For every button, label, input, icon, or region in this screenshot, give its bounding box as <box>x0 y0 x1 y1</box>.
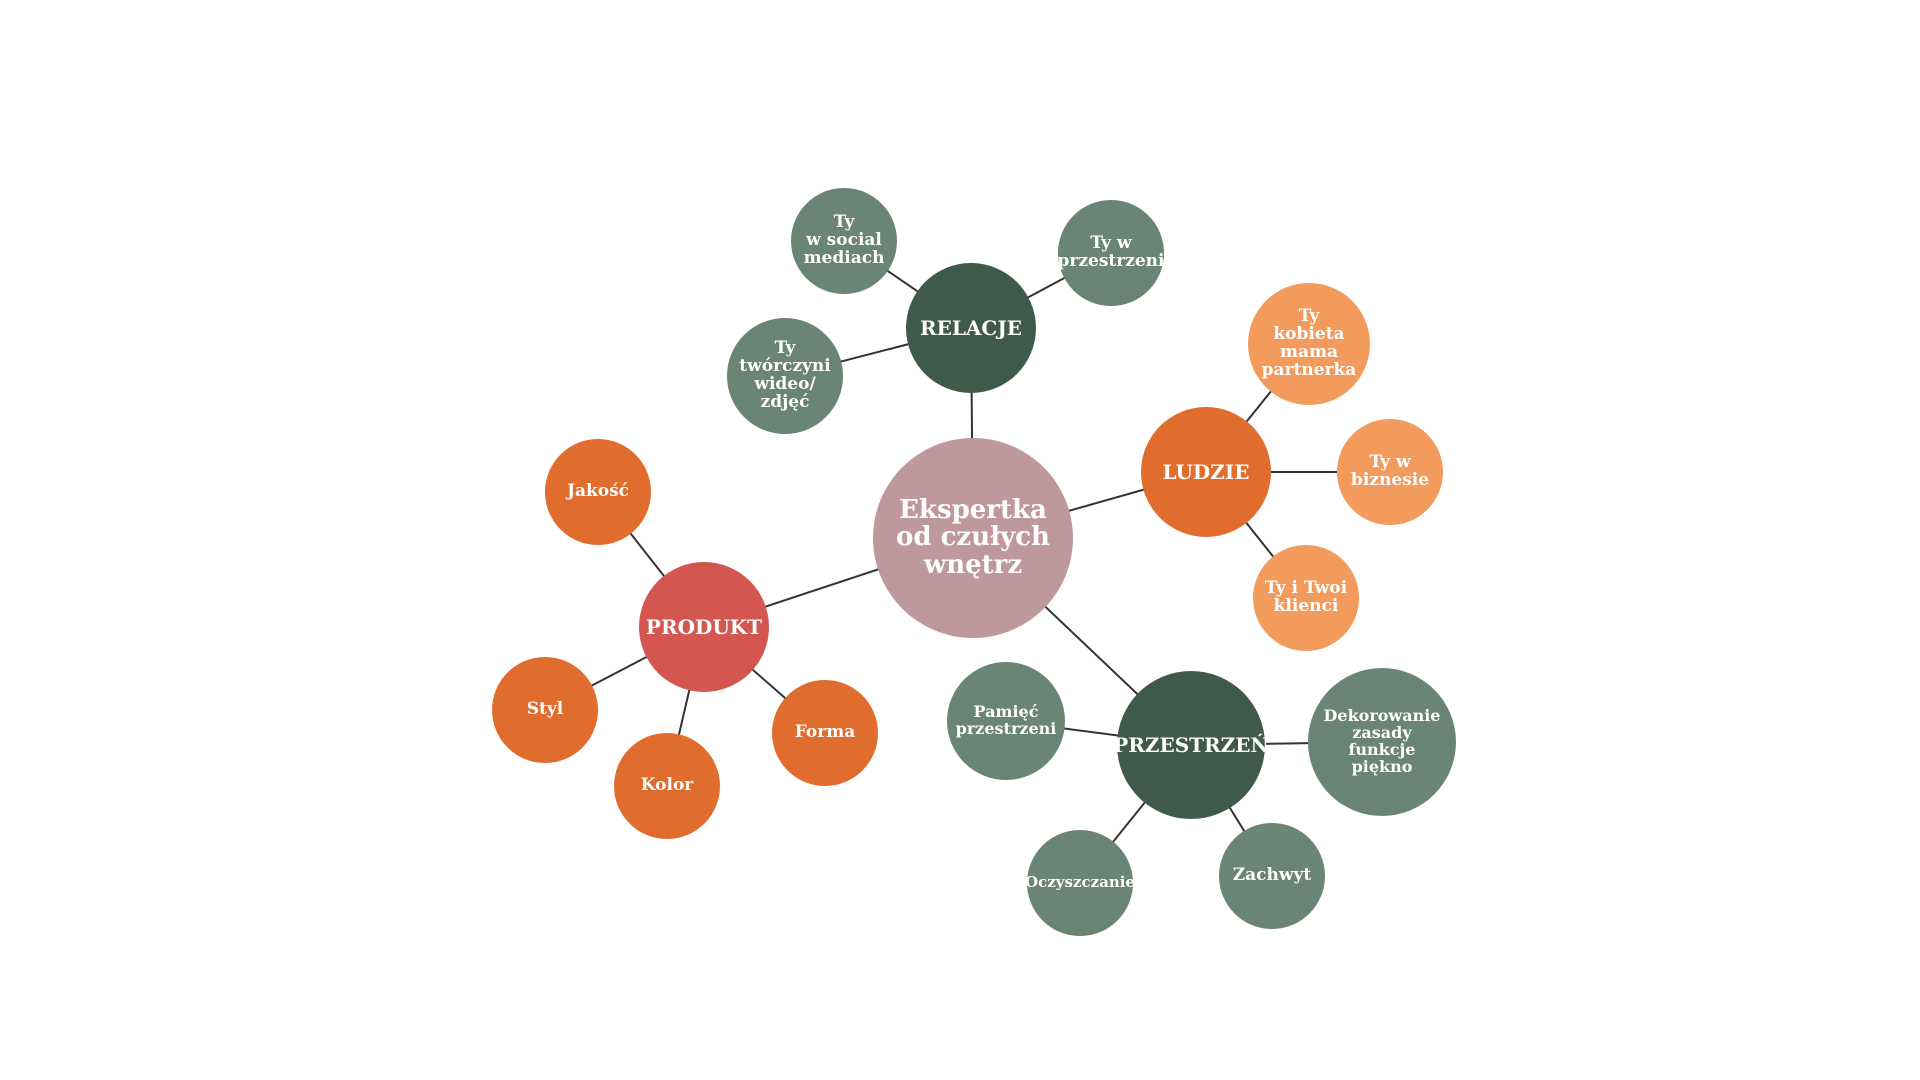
ludzie-label: LUDZIE <box>1162 459 1250 484</box>
relacje-node: RELACJE <box>906 263 1036 393</box>
przestrzen-label: PRZESTRZEŃ <box>1113 732 1269 757</box>
przestrzen-pamiec-node: Pamięć przestrzeni <box>947 662 1065 780</box>
ludzie-node: LUDZIE <box>1141 407 1271 537</box>
produkt-child-label: Styl <box>526 699 564 720</box>
center-node: Ekspertka od czułych wnętrz <box>873 438 1073 638</box>
ludzie-child-label: Ty kobieta mama partnerka <box>1261 306 1357 380</box>
ludzie-child-label: Ty w biznesie <box>1350 452 1430 490</box>
produkt-child-label: Kolor <box>640 775 694 796</box>
produkt-child-label: Forma <box>794 722 856 743</box>
relacje-child-label: Ty w przestrzeni <box>1057 233 1165 271</box>
relacje-przestrzen-node: Ty w przestrzeni <box>1057 200 1165 306</box>
przestrzen-child-label: Oczyszczanie <box>1025 873 1135 892</box>
produkt-styl-node: Styl <box>492 657 598 763</box>
produkt-forma-node: Forma <box>772 680 878 786</box>
relacje-child-label: Ty twórczyni wideo/ zdjęć <box>739 338 831 412</box>
ludzie-klienci-node: Ty i Twoi klienci <box>1253 545 1359 651</box>
przestrzen-zachwyt-node: Zachwyt <box>1219 823 1325 929</box>
ludzie-child-label: Ty i Twoi klienci <box>1264 578 1348 616</box>
przestrzen-child-label: Zachwyt <box>1232 865 1312 886</box>
produkt-jakosc-node: Jakość <box>545 439 651 545</box>
przestrzen-node: PRZESTRZEŃ <box>1113 671 1269 819</box>
przestrzen-child-label: Dekorowanie zasady funkcje piękno <box>1323 706 1441 776</box>
produkt-node: PRODUKT <box>639 562 769 692</box>
relacje-tworczyni-node: Ty twórczyni wideo/ zdjęć <box>727 318 843 434</box>
center-label: Ekspertka od czułych wnętrz <box>896 495 1050 580</box>
relacje-label: RELACJE <box>919 315 1023 340</box>
przestrzen-dekorowanie-node: Dekorowanie zasady funkcje piękno <box>1308 668 1456 816</box>
produkt-label: PRODUKT <box>645 614 763 639</box>
relacje-social-media-node: Ty w social mediach <box>791 188 897 294</box>
przestrzen-oczyszczanie-node: Oczyszczanie <box>1025 830 1135 936</box>
produkt-child-label: Jakość <box>566 481 630 502</box>
ludzie-biznes-node: Ty w biznesie <box>1337 419 1443 525</box>
relacje-child-label: Ty w social mediach <box>803 212 885 268</box>
przestrzen-child-label: Pamięć przestrzeni <box>955 702 1057 738</box>
ludzie-kobieta-node: Ty kobieta mama partnerka <box>1248 283 1370 405</box>
produkt-kolor-node: Kolor <box>614 733 720 839</box>
